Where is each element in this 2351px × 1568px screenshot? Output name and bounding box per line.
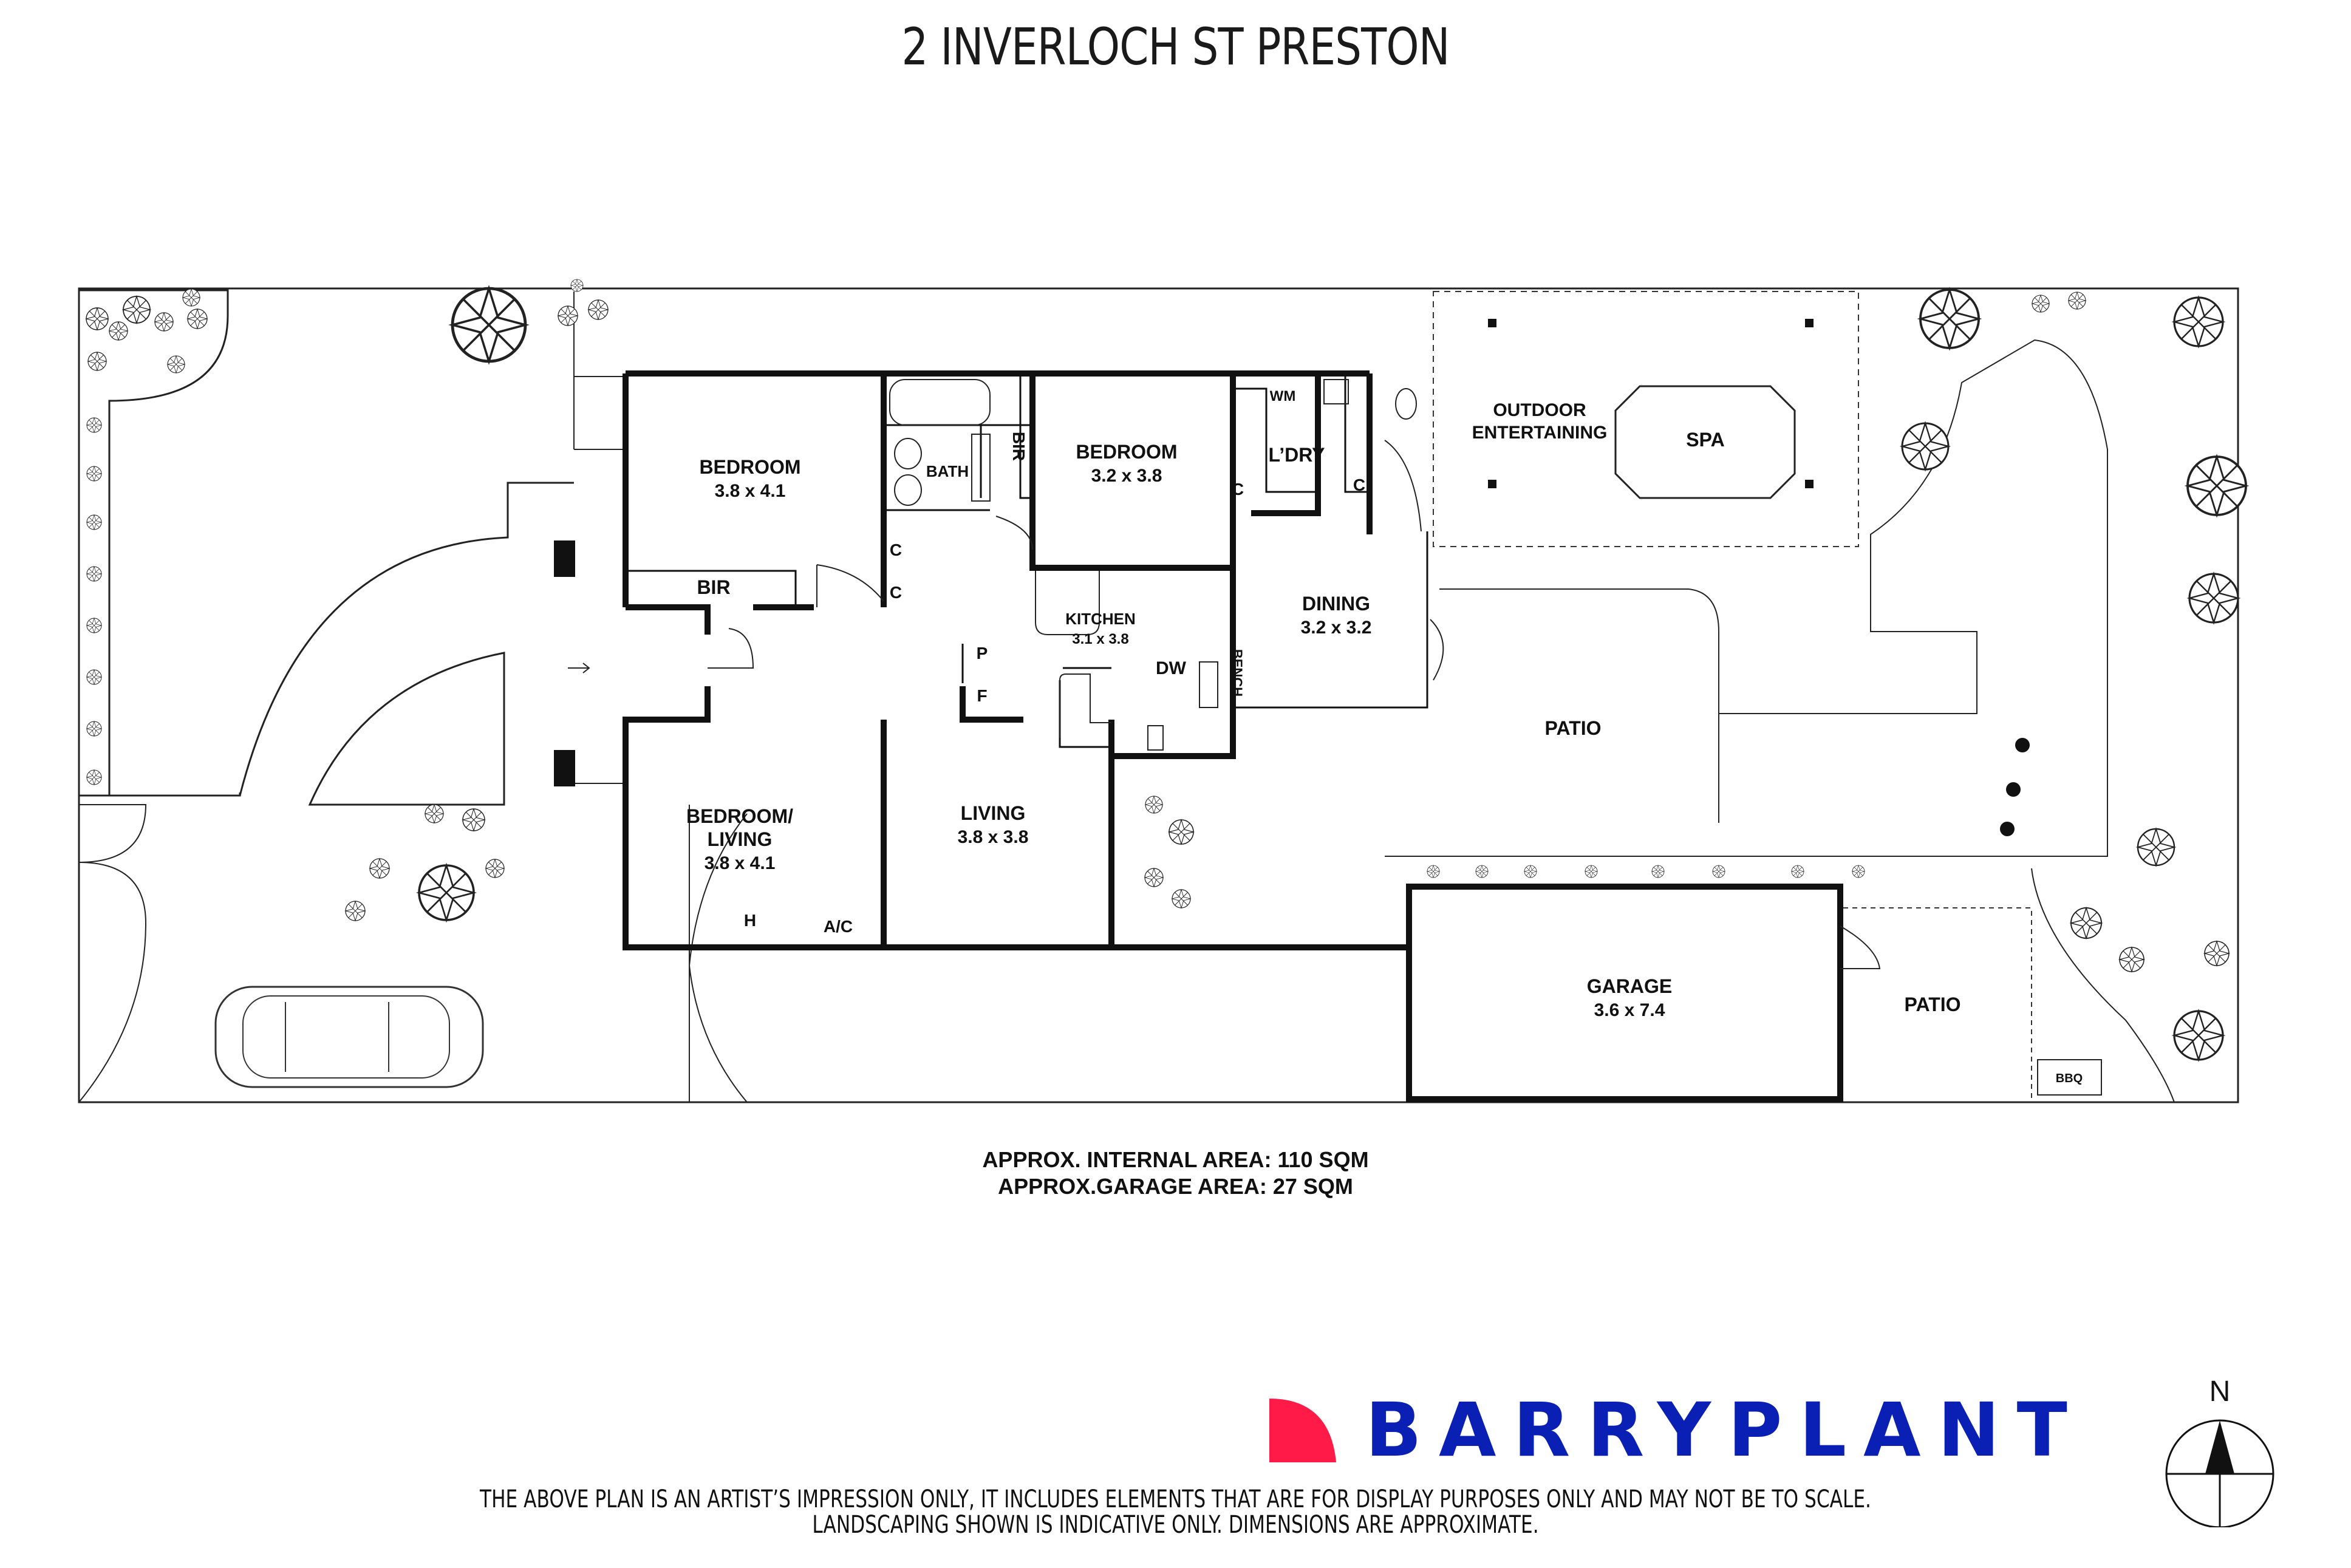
compass-icon (2165, 1419, 2274, 1529)
label-patio-2: PATIO (1904, 994, 1960, 1015)
car-icon (214, 986, 484, 1088)
label-bench: BENCH (1230, 649, 1245, 697)
room-label-kitchen: KITCHEN (1065, 610, 1136, 628)
room-dims-garage: 3.6 x 7.4 (1594, 1000, 1665, 1020)
label-entertaining: ENTERTAINING (1472, 423, 1608, 443)
page-title: 2 INVERLOCH ST PRESTON (901, 17, 1450, 77)
disclaimer-line-2: LANDSCAPING SHOWN IS INDICATIVE ONLY. DI… (812, 1511, 1539, 1539)
north-compass: N (2159, 1369, 2281, 1529)
brand-name: BARRYPLANT (1365, 1387, 2084, 1473)
label-outdoor: OUTDOOR (1493, 400, 1586, 420)
brand-logo: BARRYPLANT (1269, 1387, 2084, 1473)
label-bir-vertical: BIR (1009, 432, 1028, 461)
room-dims-living: 3.8 x 3.8 (958, 827, 1029, 847)
room-dims-dining: 3.2 x 3.2 (1301, 618, 1372, 638)
room-label-bedroom-2: BEDROOM (1076, 441, 1177, 463)
house-walls (623, 370, 1433, 950)
room-label-bedroom-living-2: LIVING (708, 828, 773, 850)
room-label-living: LIVING (961, 802, 1026, 824)
label-pantry: P (977, 644, 988, 663)
label-patio: PATIO (1544, 717, 1601, 739)
label-fridge: F (977, 686, 987, 705)
label-cupboard-3: C (1232, 480, 1244, 499)
label-cupboard: C (890, 540, 902, 559)
label-cupboard-4: C (1353, 476, 1365, 494)
disclaimer-line-1: THE ABOVE PLAN IS AN ARTIST’S IMPRESSION… (480, 1485, 1871, 1513)
compass-label: N (2209, 1375, 2231, 1408)
bbq (2037, 1059, 2102, 1096)
room-label-garage: GARAGE (1587, 975, 1672, 997)
spa (1614, 385, 1796, 499)
room-dims-kitchen: 3.1 x 3.8 (1072, 631, 1128, 647)
label-wm: WM (1270, 388, 1296, 404)
garage-area: APPROX.GARAGE AREA: 27 SQM (998, 1174, 1353, 1199)
room-dims-bedroom-2: 3.2 x 3.8 (1091, 466, 1162, 486)
label-ac: A/C (824, 917, 853, 936)
label-laundry: L’DRY (1268, 444, 1325, 466)
label-bbq: BBQ (2056, 1072, 2083, 1085)
label-spa: SPA (1686, 429, 1724, 451)
room-dims-bedroom-living: 3.8 x 4.1 (705, 853, 776, 873)
garage (1406, 884, 1843, 1102)
site-boundary (78, 287, 2239, 1103)
label-cupboard-2: C (890, 583, 902, 602)
brand-mark-icon (1269, 1398, 1336, 1462)
room-labels: BEDROOM 3.8 x 4.1 BEDROOM 3.2 x 3.8 BEDR… (686, 388, 2083, 1085)
room-dims-bedroom-1: 3.8 x 4.1 (715, 481, 786, 501)
label-bath: BATH (926, 462, 969, 480)
room-label-dining: DINING (1302, 593, 1370, 615)
room-label-bedroom-1: BEDROOM (699, 456, 800, 478)
label-dw: DW (1156, 658, 1187, 678)
room-label-bedroom-living: BEDROOM/ (686, 805, 793, 827)
internal-area: APPROX. INTERNAL AREA: 110 SQM (982, 1147, 1369, 1172)
label-bir: BIR (697, 576, 730, 598)
label-heater: H (744, 911, 756, 930)
